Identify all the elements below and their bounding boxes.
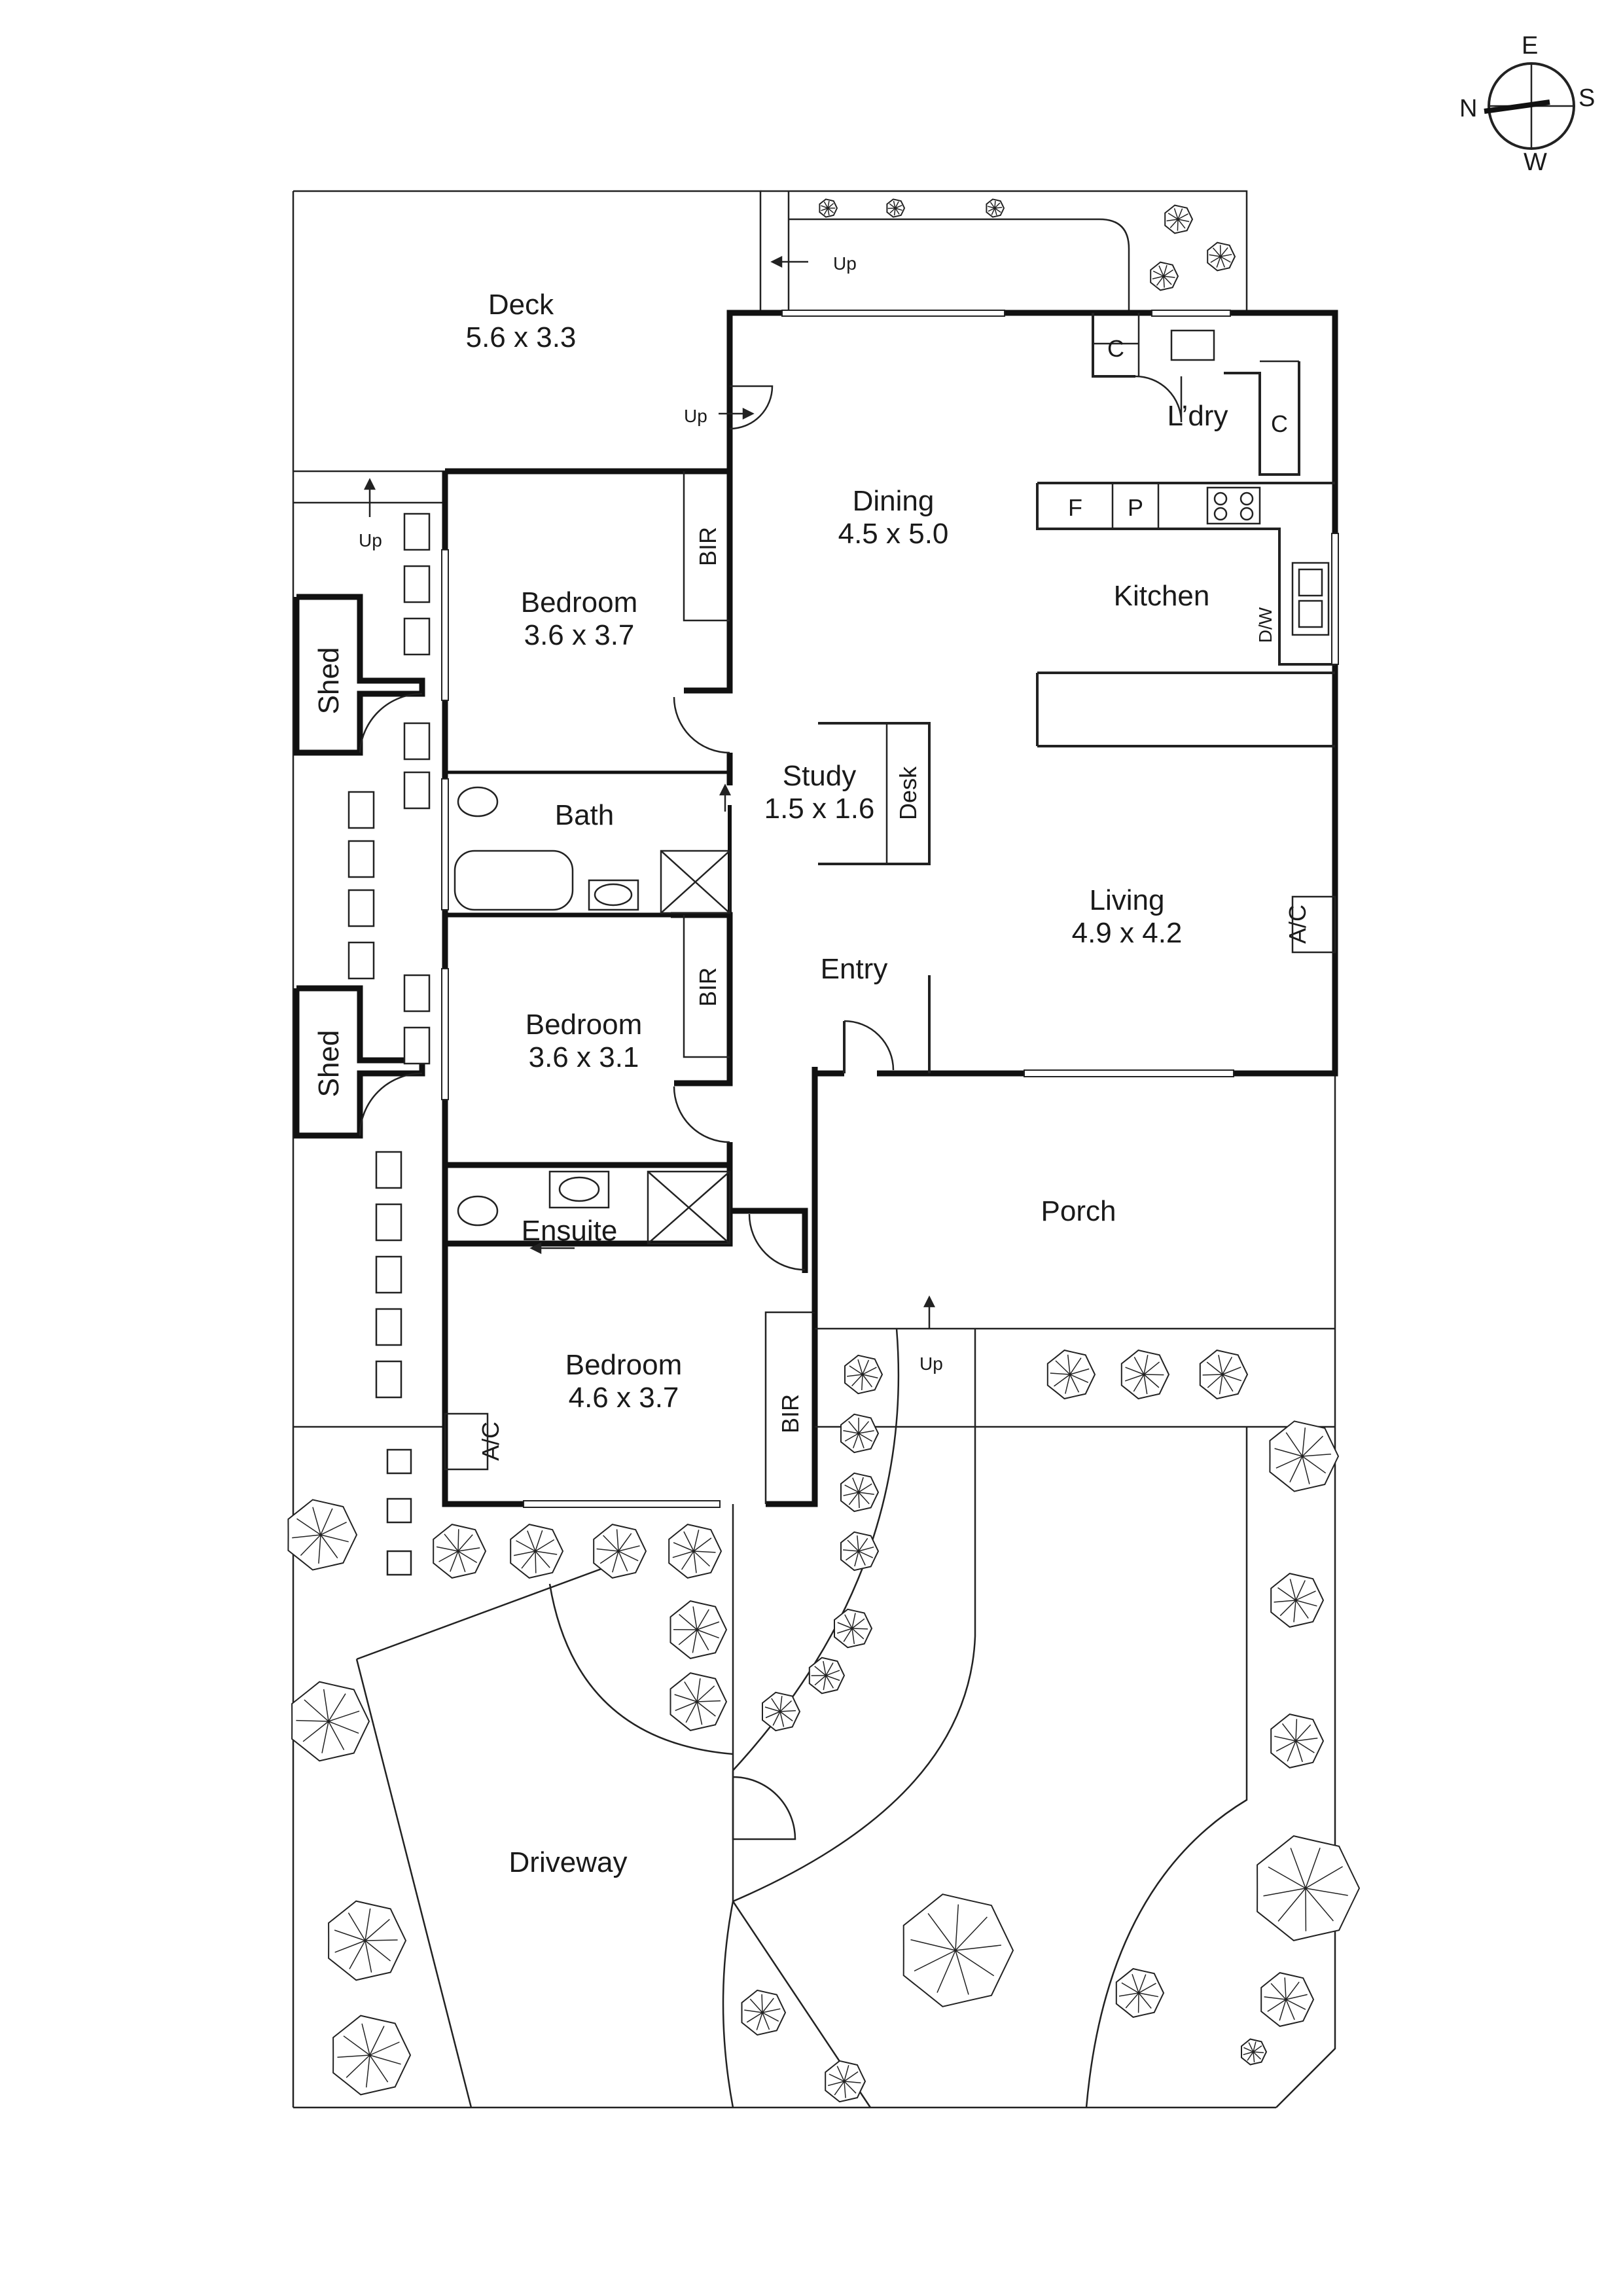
deck-label: Deck <box>488 289 554 321</box>
compass-east-label: E <box>1522 32 1538 60</box>
tree-symbol <box>840 1472 880 1513</box>
tree-symbol <box>1270 1713 1325 1768</box>
entry-label: Entry <box>821 953 888 985</box>
tree-symbol <box>593 1524 647 1579</box>
tree-symbol <box>1046 1349 1096 1400</box>
tree-symbol <box>844 1354 883 1395</box>
shed-lower-label: Shed <box>313 1030 345 1098</box>
dining-label: Dining <box>853 485 935 517</box>
tree-symbol <box>986 198 1005 218</box>
tree-symbol <box>433 1524 487 1579</box>
tree-symbol <box>1207 242 1236 272</box>
study-label: Study <box>783 760 857 792</box>
tree-symbol <box>1260 1972 1315 2027</box>
laundry-label: L’dry <box>1168 400 1228 432</box>
shed-upper-label: Shed <box>313 647 345 715</box>
tree-symbol <box>328 1900 407 1981</box>
driveway-label: Driveway <box>509 1846 628 1878</box>
trees <box>287 198 1361 2103</box>
up-deck-label: Up <box>833 253 857 274</box>
kitchen-label: Kitchen <box>1114 580 1210 612</box>
tree-symbol <box>510 1524 564 1579</box>
tree-symbol <box>834 1608 873 1649</box>
living-label: Living <box>1090 884 1165 916</box>
tree-symbol <box>668 1524 722 1579</box>
ac-units <box>444 895 1336 1471</box>
bir-bedroom1-label: BIR <box>694 527 721 566</box>
desk-label: Desk <box>895 766 921 820</box>
cupboard-laundry-label: C <box>1107 335 1124 362</box>
bedroom1-label: Bedroom <box>521 586 638 619</box>
tree-symbol <box>886 198 906 218</box>
compass-south-label: S <box>1578 84 1595 112</box>
site-boundary <box>292 190 1336 2109</box>
windows <box>441 310 1339 1508</box>
paving-stones <box>348 512 431 1576</box>
up-dining-label: Up <box>684 406 707 426</box>
bedroom2-dims: 3.6 x 3.1 <box>529 1041 639 1073</box>
tree-symbol <box>840 1413 880 1454</box>
tree-symbol <box>819 198 838 218</box>
ac-living-label: A/C <box>1284 905 1311 944</box>
living-dims: 4.9 x 4.2 <box>1072 917 1183 949</box>
porch-label: Porch <box>1041 1195 1116 1227</box>
tree-symbol <box>840 1531 880 1571</box>
deck-dims: 5.6 x 3.3 <box>466 321 577 353</box>
tree-symbol <box>291 1681 370 1762</box>
tree-symbol <box>902 1893 1014 2007</box>
ensuite-label: Ensuite <box>522 1215 618 1247</box>
compass: E S W N <box>1459 32 1595 176</box>
dining-dims: 4.5 x 5.0 <box>838 518 949 550</box>
tree-symbol <box>825 2060 866 2103</box>
bedroom1-dims: 3.6 x 3.7 <box>524 619 635 651</box>
doors <box>359 375 1183 1840</box>
bir-bedroom3-label: BIR <box>777 1394 804 1433</box>
fixture-labels: BIR BIR BIR C C F P D/W Desk A/C A/C Up … <box>359 253 1311 1461</box>
ac-bedroom3-label: A/C <box>477 1422 504 1461</box>
tree-symbol <box>1150 261 1179 291</box>
tree-symbol <box>332 2015 412 2096</box>
room-labels: Deck 5.6 x 3.3 Dining 4.5 x 5.0 L’dry Ki… <box>313 289 1228 1878</box>
bir-bedroom2-label: BIR <box>694 967 721 1007</box>
tree-symbol <box>762 1691 801 1732</box>
tree-symbol <box>669 1600 728 1659</box>
tree-symbol <box>1257 1835 1361 1941</box>
pantry-label: P <box>1128 494 1143 521</box>
bath-label: Bath <box>555 799 615 831</box>
compass-north-label: N <box>1459 95 1477 122</box>
cupboard-kitchen-label: C <box>1271 410 1288 437</box>
tree-symbol <box>669 1672 728 1731</box>
tree-symbol <box>1241 2038 1268 2066</box>
up-porch-label: Up <box>919 1354 943 1374</box>
bedroom3-dims: 4.6 x 3.7 <box>569 1382 679 1414</box>
bath-fixtures <box>454 329 1330 1245</box>
tree-symbol <box>1199 1349 1249 1400</box>
up-side-label: Up <box>359 530 382 550</box>
tree-symbol <box>287 1499 358 1571</box>
study-dims: 1.5 x 1.6 <box>764 793 875 825</box>
fridge-label: F <box>1068 494 1082 521</box>
tree-symbol <box>1115 1967 1165 2018</box>
bedroom2-label: Bedroom <box>526 1009 643 1041</box>
tree-symbol <box>1270 1573 1325 1628</box>
up-arrows <box>363 255 936 1329</box>
dishwasher-label: D/W <box>1255 607 1275 643</box>
tree-symbol <box>1269 1420 1340 1492</box>
tree-symbol <box>1164 204 1194 234</box>
compass-west-label: W <box>1524 149 1547 176</box>
house-walls <box>293 310 1338 1507</box>
tree-symbol <box>1120 1349 1170 1400</box>
tree-symbol <box>808 1657 846 1695</box>
bedroom3-label: Bedroom <box>565 1349 683 1381</box>
tree-symbol <box>741 1989 787 2036</box>
garden-paths <box>355 1327 1335 2108</box>
